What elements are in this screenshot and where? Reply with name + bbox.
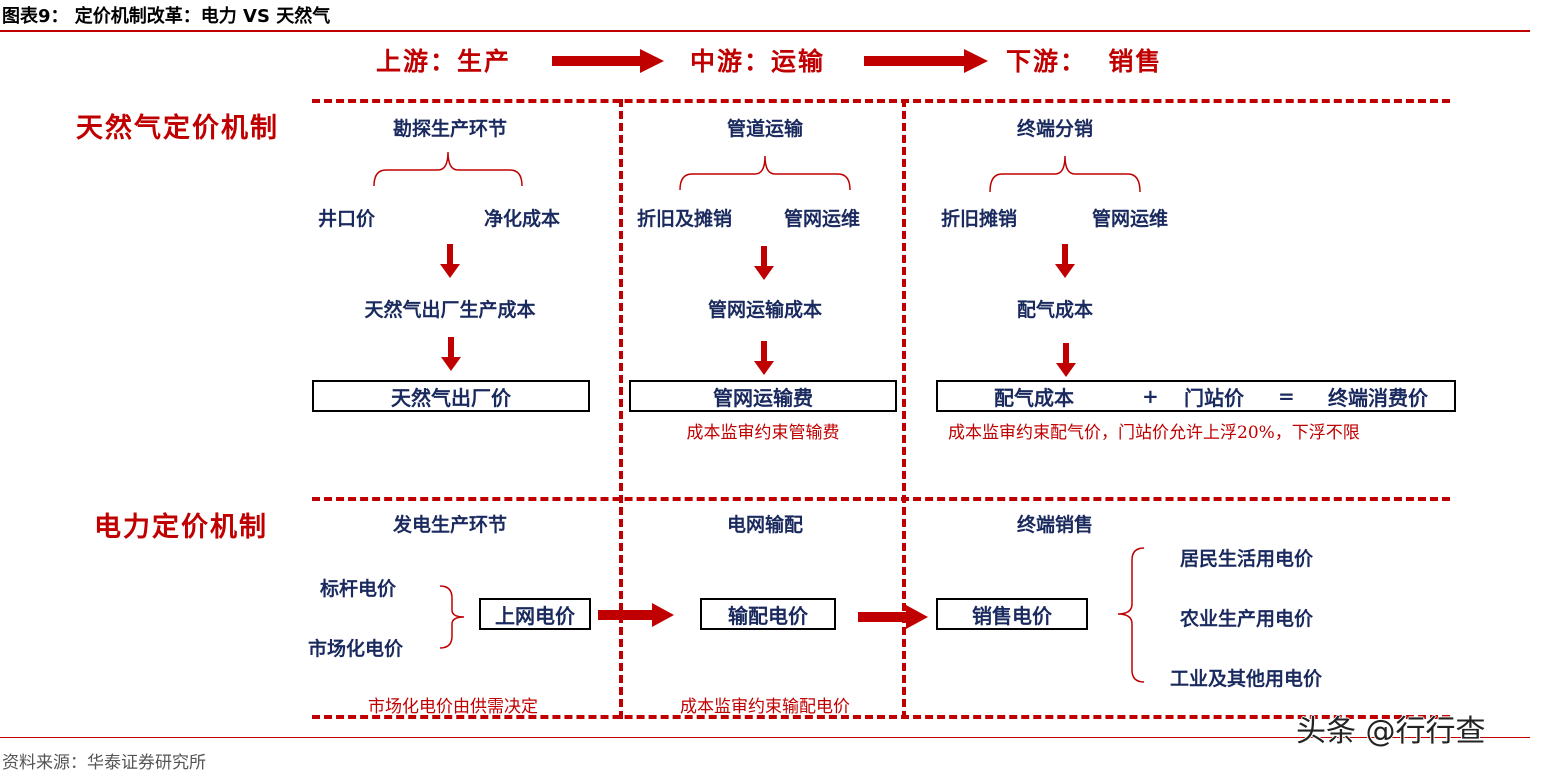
gas-section-label: 天然气定价机制	[76, 113, 279, 144]
gas-up-cost: 天然气出厂生产成本	[364, 299, 536, 321]
gas-down-brace	[989, 155, 1141, 193]
gas-down-equals: =	[1278, 384, 1295, 408]
column-divider-2	[902, 99, 906, 719]
power-up-brace	[439, 585, 465, 649]
gas-down-eq-a: 配气成本	[994, 385, 1074, 410]
gas-up-price-box: 天然气出厂价	[312, 380, 590, 412]
bottom-dashed-line	[312, 715, 1450, 719]
gas-top-dashed-line	[312, 99, 1450, 103]
power-mid-price-box: 输配电价	[700, 598, 836, 630]
gas-down-item-1: 折旧摊销	[941, 208, 1018, 230]
gas-up-item-1: 井口价	[318, 208, 376, 230]
power-down-price: 销售电价	[972, 603, 1052, 628]
stage-upstream: 上游：生产	[376, 47, 512, 76]
gas-up-arrow-2	[441, 337, 461, 371]
watermark: 头条 @行行查	[1296, 714, 1486, 749]
gas-down-note: 成本监审约束配气价，门站价允许上浮20%，下浮不限	[948, 423, 1360, 443]
gas-up-arrow-1	[440, 244, 460, 278]
gas-up-item-2: 净化成本	[484, 208, 561, 230]
power-down-use-1: 居民生活用电价	[1180, 548, 1314, 570]
footer-rule	[0, 737, 1530, 738]
column-divider-1	[619, 99, 623, 719]
source-note: 资料来源：华泰证券研究所	[2, 753, 206, 773]
gas-up-price: 天然气出厂价	[391, 385, 511, 410]
gas-mid-header: 管道运输	[726, 118, 803, 140]
power-arrow-2	[858, 605, 928, 629]
gas-down-price-box: 配气成本 + 门站价 = 终端消费价	[936, 380, 1456, 412]
stage-arrow-2	[864, 49, 988, 73]
power-up-header: 发电生产环节	[392, 514, 507, 536]
gas-mid-note: 成本监审约束管输费	[686, 423, 840, 443]
gas-mid-price-box: 管网运输费	[629, 380, 897, 412]
stage-midstream: 中游：运输	[690, 47, 826, 76]
power-mid-note: 成本监审约束输配电价	[680, 697, 850, 717]
power-up-price: 上网电价	[495, 603, 575, 628]
power-down-header: 终端销售	[1016, 514, 1093, 536]
power-down-brace	[1117, 547, 1145, 683]
gas-up-brace	[373, 151, 523, 187]
gas-mid-item-2: 管网运维	[784, 208, 861, 230]
gas-mid-item-1: 折旧及摊销	[637, 208, 733, 230]
gas-mid-arrow-1	[754, 246, 774, 280]
power-up-note: 市场化电价由供需决定	[368, 697, 538, 717]
gas-down-eq-c: 终端消费价	[1328, 385, 1428, 410]
gas-down-item-2: 管网运维	[1092, 208, 1169, 230]
power-down-use-2: 农业生产用电价	[1180, 608, 1314, 630]
gas-down-cost: 配气成本	[1016, 299, 1093, 321]
power-arrow-1	[598, 603, 674, 627]
gas-down-header: 终端分销	[1016, 118, 1093, 140]
figure-title: 图表9： 定价机制改革：电力 VS 天然气	[2, 6, 331, 27]
gas-mid-arrow-2	[754, 341, 774, 375]
gas-mid-price: 管网运输费	[713, 385, 813, 410]
gas-up-header: 勘探生产环节	[392, 118, 507, 140]
section-divider-dashed-line	[312, 497, 1450, 501]
power-down-use-3: 工业及其他用电价	[1170, 668, 1323, 690]
title-rule	[0, 30, 1530, 32]
gas-down-eq-b: 门站价	[1184, 385, 1244, 410]
power-down-price-box: 销售电价	[936, 598, 1088, 630]
stage-downstream: 下游： 销售	[1006, 47, 1163, 76]
gas-down-arrow-1	[1055, 244, 1075, 278]
power-up-price-box: 上网电价	[479, 598, 591, 630]
gas-mid-cost: 管网运输成本	[707, 299, 822, 321]
stage-arrow-1	[552, 49, 664, 73]
power-mid-header: 电网输配	[726, 514, 803, 536]
gas-down-arrow-2	[1056, 343, 1076, 377]
power-section-label: 电力定价机制	[94, 512, 268, 543]
power-mid-price: 输配电价	[728, 603, 808, 628]
power-up-item-1: 标杆电价	[320, 578, 397, 600]
gas-mid-brace	[679, 155, 851, 191]
gas-down-plus: +	[1142, 384, 1159, 408]
power-up-item-2: 市场化电价	[308, 638, 404, 660]
